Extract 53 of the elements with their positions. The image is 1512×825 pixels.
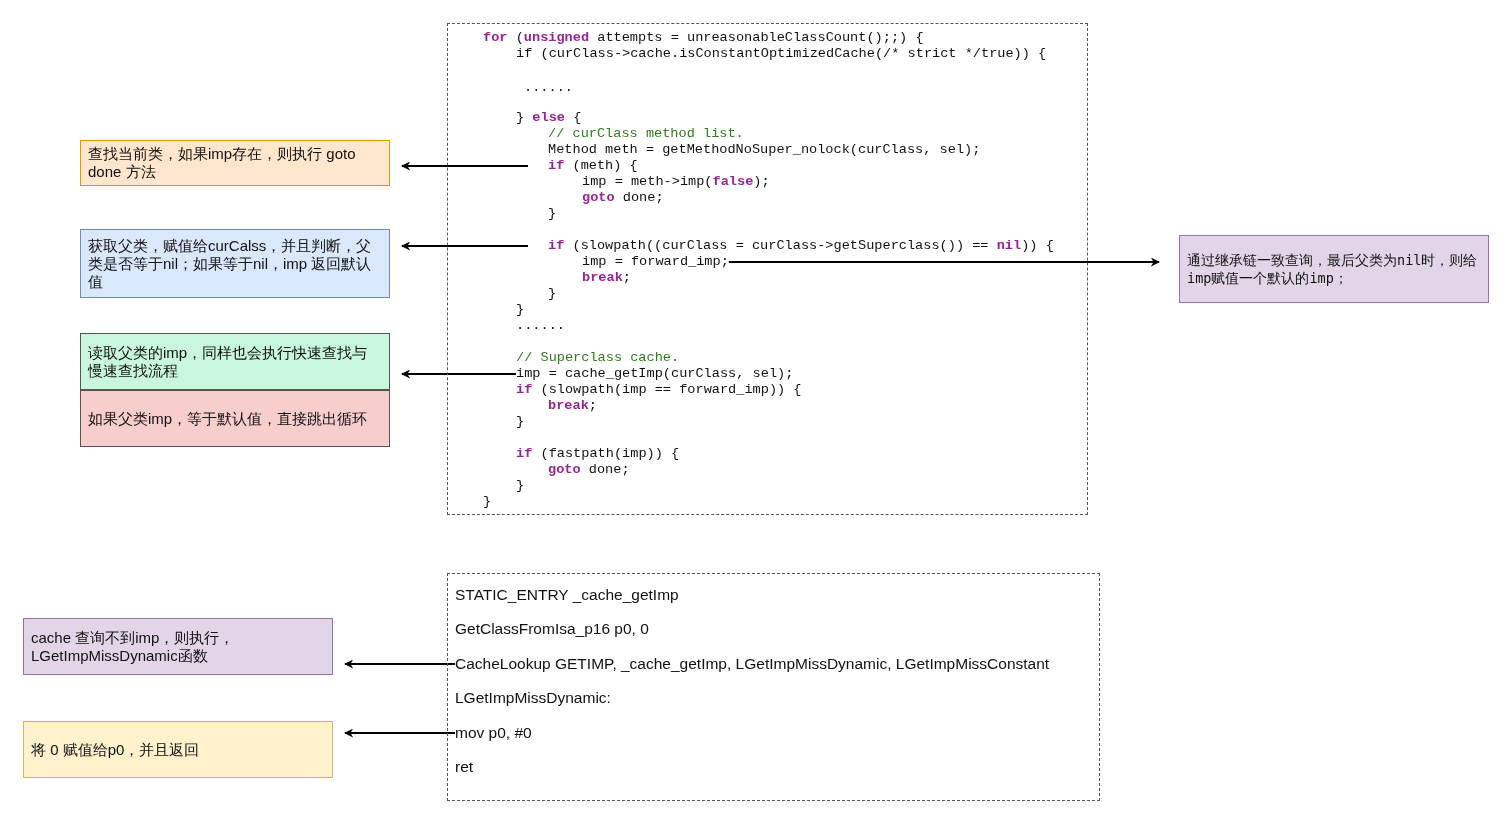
arrow: [401, 161, 529, 171]
arrow: [401, 241, 529, 251]
code-line: }: [548, 206, 557, 222]
code-line: for (unsigned attempts = unreasonableClassCount();;) {: [483, 30, 924, 46]
code-line: imp = forward_imp;: [582, 254, 729, 270]
note-text: cache 查询不到imp，则执行，LGetImpMissDynamic函数: [30, 627, 236, 666]
code-panel: [447, 23, 1088, 515]
code-panel: [447, 573, 1100, 801]
arrow: [727, 257, 1160, 267]
note-box: [80, 390, 390, 447]
code-line: if (slowpath((curClass = curClass->getSuperclass()) == nil)) {: [548, 238, 1054, 254]
assembly-line: CacheLookup GETIMP, _cache_getImp, LGetImpMissDynamic, LGetImpMissConstant: [455, 654, 1050, 674]
code-line: imp = cache_getImp(curClass, sel);: [516, 366, 794, 382]
arrow: [344, 659, 456, 669]
code-line: }: [483, 494, 492, 510]
code-line: } else {: [516, 110, 582, 126]
note-text: 如果父类imp，等于默认值，直接跳出循环: [87, 408, 369, 429]
code-line: // curClass method list.: [548, 126, 744, 142]
note-text: 通过继承链一致查询，最后父类为nil时，则给imp赋值一个默认的imp；: [1186, 251, 1479, 288]
code-line: break;: [548, 398, 597, 414]
note-text: 将 0 赋值给p0，并且返回: [30, 739, 201, 760]
code-line: Method meth = getMethodNoSuper_nolock(curClass, sel);: [548, 142, 981, 158]
assembly-line: LGetImpMissDynamic:: [455, 688, 611, 708]
note-box: [23, 618, 333, 675]
code-line: if (meth) {: [548, 158, 638, 174]
note-text: 获取父类，赋值给curCalss，并且判断，父类是否等于nil；如果等于nil，imp 返回默认值: [87, 235, 373, 292]
code-line: if (fastpath(imp)) {: [516, 446, 680, 462]
code-line: goto done;: [548, 462, 630, 478]
code-line: }: [516, 414, 525, 430]
code-line: }: [516, 302, 525, 318]
assembly-line: mov p0, #0: [455, 723, 532, 743]
note-text: 查找当前类，如果imp存在，则执行 goto done 方法: [87, 144, 357, 182]
code-line: goto done;: [582, 190, 664, 206]
note-box: [80, 229, 390, 298]
note-box: [1179, 235, 1489, 303]
arrow: [401, 369, 517, 379]
code-line: break;: [582, 270, 631, 286]
code-line: if (curClass->cache.isConstantOptimizedCache(/* strict */true)) {: [516, 46, 1047, 62]
note-text: 读取父类的imp，同样也会执行快速查找与慢速查找流程: [87, 342, 369, 381]
code-line: if (slowpath(imp == forward_imp)) {: [516, 382, 802, 398]
code-line: ......: [524, 80, 573, 96]
code-line: }: [548, 286, 557, 302]
note-box: [80, 333, 390, 390]
code-line: }: [516, 478, 525, 494]
assembly-line: ret: [455, 757, 474, 777]
note-box: [80, 140, 390, 186]
assembly-line: STATIC_ENTRY _cache_getImp: [455, 585, 679, 605]
code-line: imp = meth->imp(false);: [582, 174, 770, 190]
note-box: [23, 721, 333, 778]
code-line: ......: [516, 318, 565, 334]
code-line: // Superclass cache.: [516, 350, 680, 366]
assembly-line: GetClassFromIsa_p16 p0, 0: [455, 619, 649, 639]
arrow: [344, 728, 456, 738]
